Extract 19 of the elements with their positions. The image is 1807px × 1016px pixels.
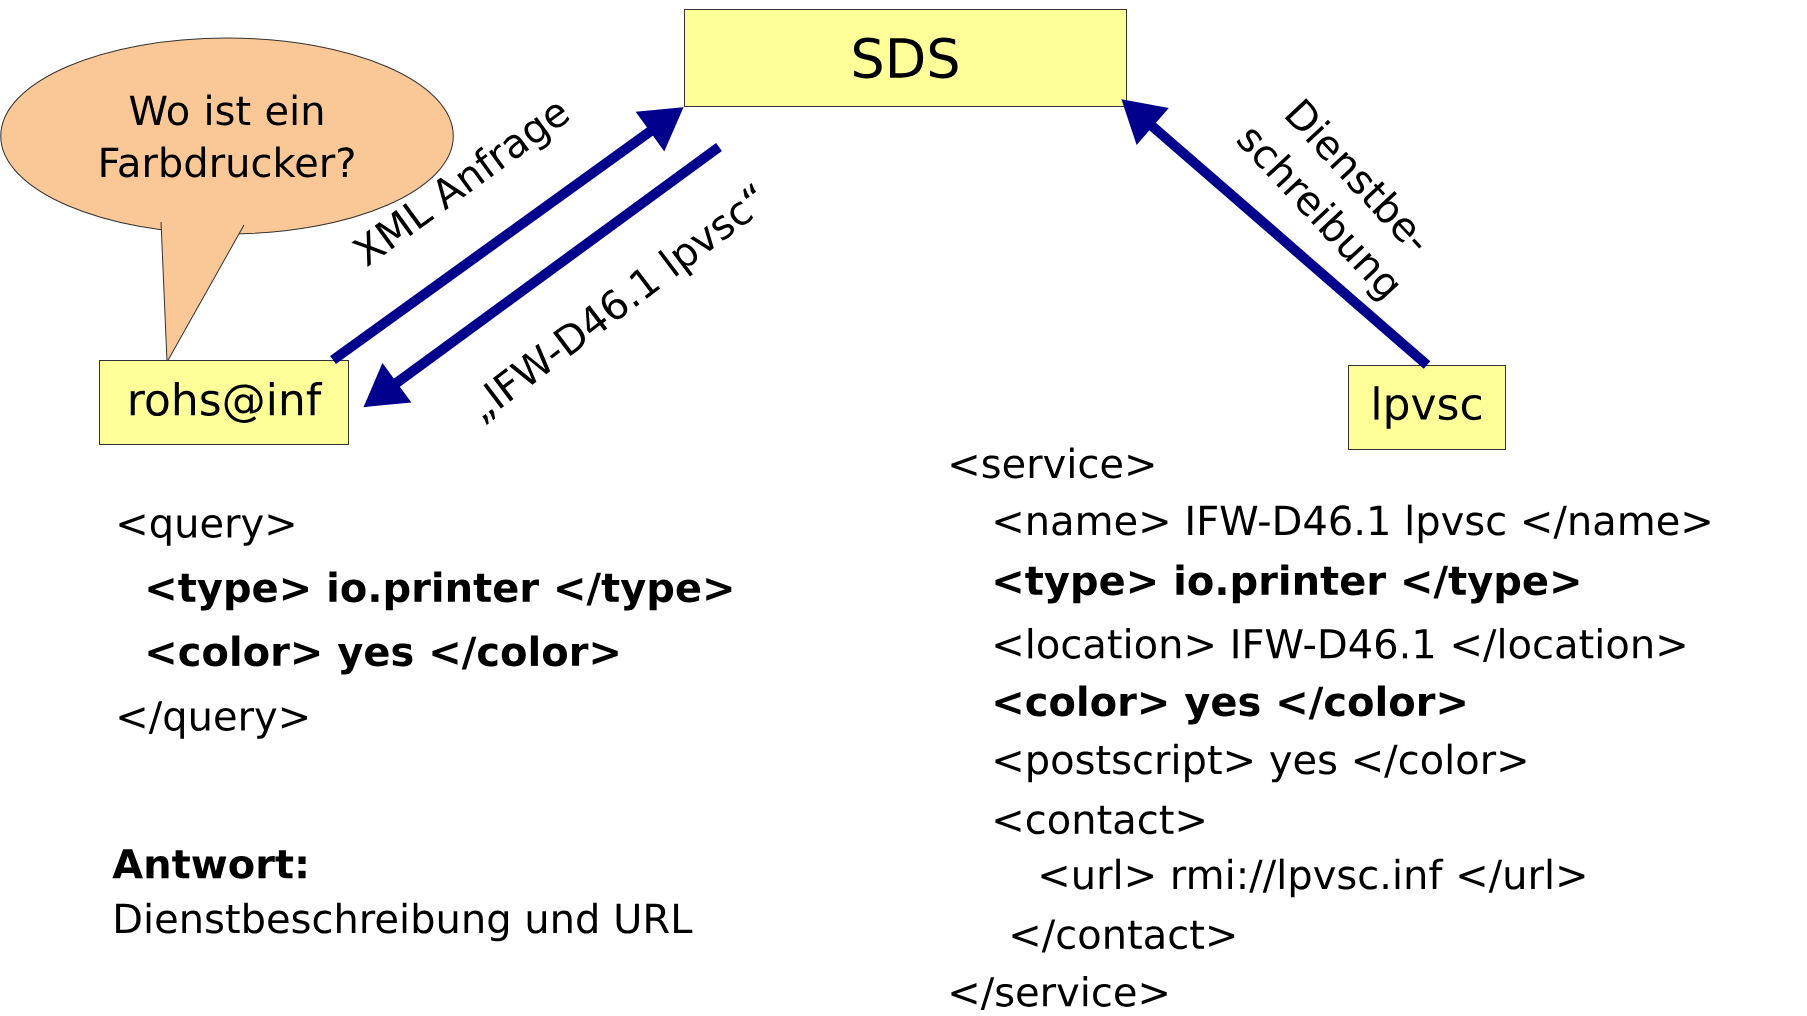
text-box: lpvsc	[1348, 365, 1506, 450]
heading-text: Antwort:	[112, 849, 306, 879]
code-line: </service>	[951, 975, 1167, 1011]
text-box: rohs@inf	[99, 360, 349, 445]
code-line: <query>	[119, 514, 294, 546]
code-line: <color> yes </color>	[148, 635, 618, 675]
code-line: <type> io.printer </type>	[148, 571, 732, 611]
code-line: <type> io.printer </type>	[995, 564, 1579, 604]
code-line: <color> yes </color>	[995, 685, 1465, 725]
text-box: SDS	[684, 9, 1127, 107]
code-line: <postscript> yes </color>	[995, 743, 1526, 783]
code-line: </contact>	[1012, 919, 1235, 953]
code-line: <contact>	[995, 805, 1204, 835]
code-line: <name> IFW-D46.1 lpvsc </name>	[995, 504, 1710, 544]
code-line: <url> rmi://lpvsc.inf </url>	[1041, 858, 1585, 898]
code-line: <location> IFW-D46.1 </location>	[995, 627, 1685, 663]
code-line: <service>	[951, 447, 1154, 479]
code-line: </query>	[119, 701, 307, 739]
note-text: Dienstbeschreibung und URL	[116, 902, 693, 942]
